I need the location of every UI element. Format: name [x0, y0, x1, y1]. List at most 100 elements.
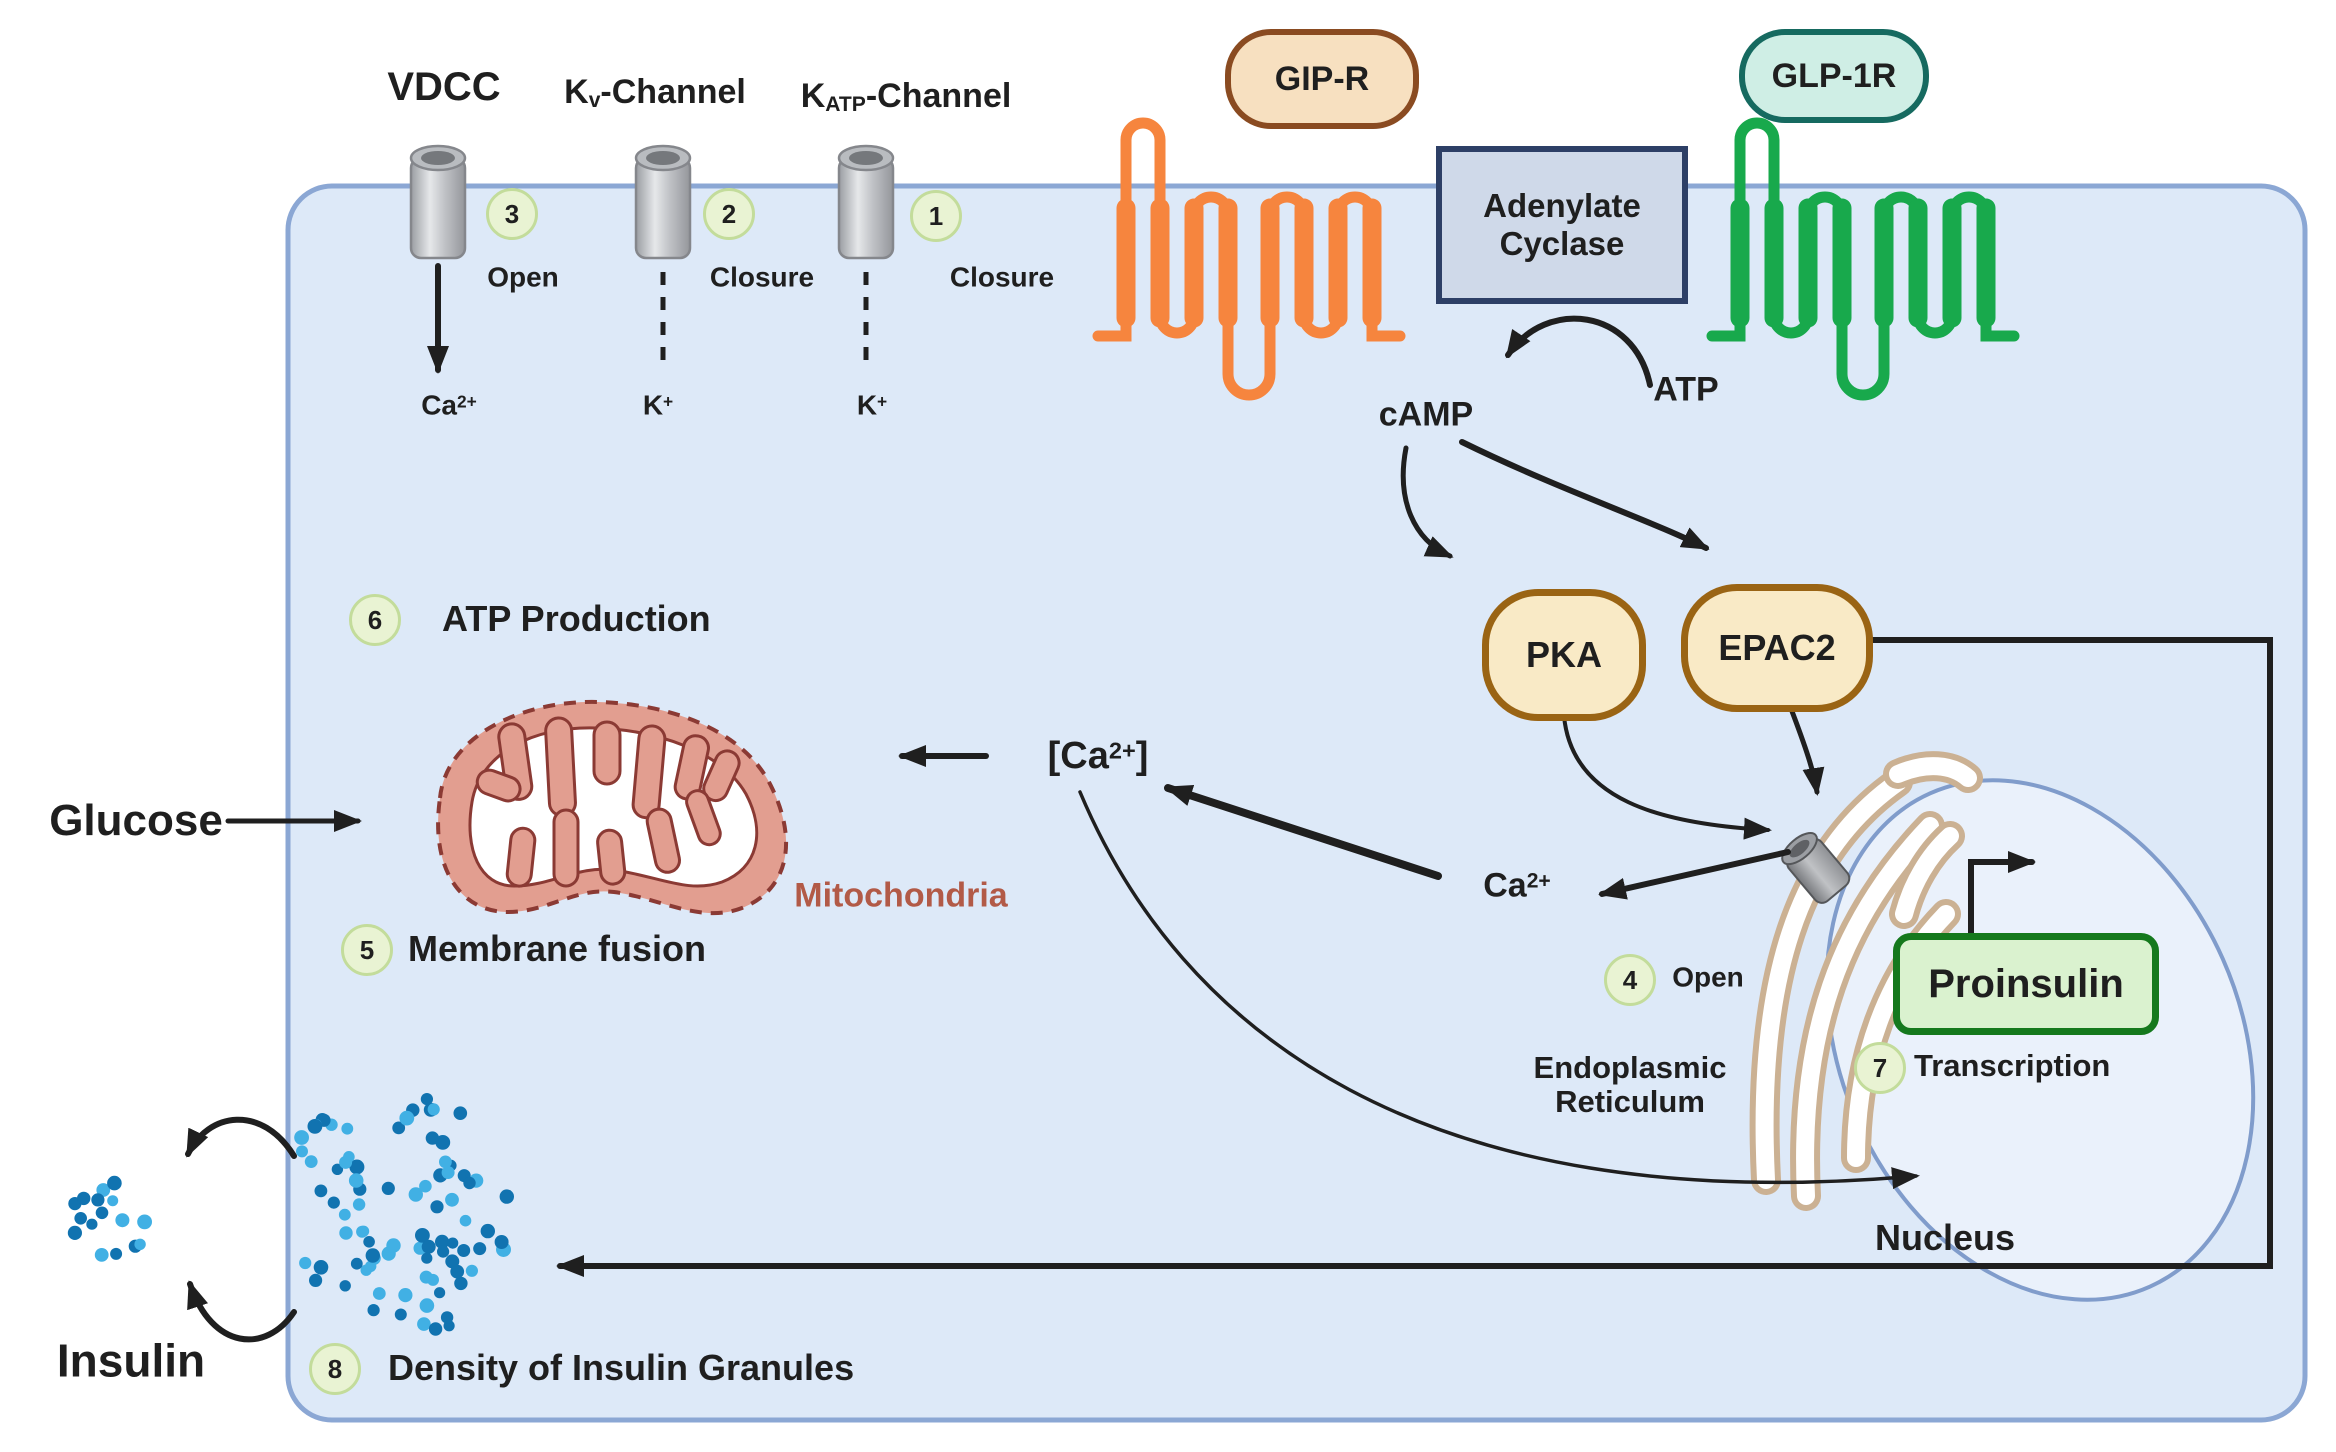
- insulin-granule-dot: [309, 1273, 323, 1287]
- insulin-granule-dot: [360, 1264, 372, 1276]
- camp-to-pka-arrow: [1400, 445, 1454, 559]
- epac2-to-er-channel-arrow: [1787, 703, 1825, 796]
- insulin-granule-dot: [77, 1191, 91, 1206]
- insulin-granule-dot: [339, 1155, 353, 1169]
- nucleus-label: Nucleus: [1874, 1217, 2016, 1259]
- insulin-granule-dot: [454, 1276, 468, 1291]
- pka-node: PKA: [1482, 589, 1646, 721]
- calcium-ion-label: Ca2+: [421, 389, 477, 421]
- insulin-label: Insulin: [56, 1334, 206, 1387]
- insulin-granule-dot: [367, 1304, 380, 1317]
- insulin-granule-dot: [327, 1196, 340, 1209]
- er-open-label: Open: [1672, 961, 1744, 993]
- insulin-granule-dot: [463, 1176, 476, 1190]
- step-6-badge: 6: [349, 594, 401, 646]
- er-calcium-release-arrow: [1598, 849, 1791, 900]
- insulin-granule-dot: [339, 1226, 353, 1240]
- insulin-granule-dot: [453, 1106, 468, 1120]
- insulin-granule-dot: [420, 1093, 433, 1106]
- atp-label: ATP: [1653, 370, 1719, 409]
- insulin-granule-dot: [408, 1187, 423, 1202]
- insulin-granule-dot: [392, 1121, 406, 1135]
- transcription-start-arrow: [1968, 851, 2036, 941]
- membrane-fusion-label: Membrane fusion: [408, 928, 707, 969]
- insulin-granule-dot: [415, 1228, 430, 1243]
- insulin-granule-dot: [338, 1208, 351, 1221]
- insulin-granule-dot: [341, 1122, 354, 1135]
- granule-density-label: Density of Insulin Granules: [388, 1347, 855, 1388]
- insulin-granule-dot: [450, 1264, 465, 1279]
- insulin-granule-dot: [352, 1198, 366, 1211]
- kv-state-label: Closure: [709, 261, 815, 293]
- epac2-to-granules-feedback-arrow: [556, 637, 2273, 1277]
- insulin-granule-dot: [427, 1103, 440, 1116]
- insulin-granule-dots: [67, 1093, 514, 1336]
- pathway-arrows: [185, 263, 2273, 1343]
- glp1-receptor-badge: GLP-1R: [1739, 29, 1929, 123]
- insulin-granule-dot: [494, 1235, 509, 1249]
- insulin-granule-dot: [435, 1135, 451, 1150]
- insulin-granule-dot: [86, 1218, 98, 1230]
- calcium-to-cytosol-arrow: [1164, 784, 1442, 880]
- transcription-label: Transcription: [1914, 1048, 2111, 1083]
- exocytosis-arrow-lower: [187, 1280, 297, 1343]
- endoplasmic-reticulum-shape: [1749, 751, 1983, 1211]
- insulin-granule-dot: [480, 1223, 495, 1239]
- insulin-granule-dot: [421, 1239, 436, 1254]
- insulin-granule-dot: [363, 1236, 375, 1248]
- insulin-granule-dot: [137, 1214, 153, 1230]
- insulin-granule-dot: [447, 1237, 459, 1249]
- insulin-granule-dot: [421, 1252, 433, 1264]
- insulin-granule-dot: [386, 1238, 401, 1253]
- insulin-granule-dot: [437, 1245, 450, 1258]
- insulin-granule-dot: [445, 1192, 459, 1207]
- insulin-granule-dot: [91, 1193, 105, 1207]
- epac2-node: EPAC2: [1681, 584, 1873, 712]
- insulin-granule-dot: [134, 1238, 146, 1251]
- atp-production-label: ATP Production: [442, 598, 711, 639]
- insulin-granule-dot: [110, 1247, 123, 1260]
- katp-channel-label: KATP-Channel: [800, 76, 1012, 116]
- gip-receptor-badge: GIP-R: [1225, 29, 1419, 129]
- insulin-granule-dot: [459, 1214, 472, 1227]
- calcium-to-nucleus-arrow: [1078, 790, 1920, 1190]
- insulin-granule-dot: [307, 1119, 323, 1134]
- insulin-granule-dot: [294, 1130, 309, 1145]
- insulin-granule-dot: [419, 1298, 435, 1313]
- insulin-granule-dot: [425, 1131, 440, 1145]
- er-calcium-channel-icon: [1781, 832, 1851, 904]
- atp-to-camp-arrow: [1505, 315, 1653, 388]
- insulin-granule-dot: [96, 1183, 111, 1197]
- insulin-granule-dot: [365, 1248, 380, 1263]
- insulin-granule-dot: [115, 1213, 130, 1228]
- insulin-granule-dot: [441, 1166, 455, 1179]
- step-8-badge: 8: [309, 1343, 361, 1395]
- step-2-badge: 2: [703, 188, 755, 240]
- insulin-granule-dot: [356, 1225, 369, 1238]
- vdcc-channel-icon: [409, 144, 467, 260]
- insulin-granule-dot: [74, 1212, 87, 1225]
- insulin-granule-dot: [350, 1257, 363, 1270]
- insulin-granule-dot: [67, 1225, 82, 1240]
- insulin-granule-dot: [349, 1159, 365, 1175]
- potassium-ion-label-katp: K+: [856, 389, 888, 421]
- insulin-granule-dot: [457, 1244, 471, 1257]
- adenylate-cyclase-box: Adenylate Cyclase: [1483, 187, 1641, 262]
- insulin-granule-dot: [299, 1256, 312, 1270]
- glucose-label: Glucose: [49, 795, 223, 845]
- insulin-granule-dot: [427, 1273, 439, 1286]
- step-4-badge: 4: [1604, 954, 1656, 1006]
- insulin-granule-dot: [348, 1173, 364, 1188]
- insulin-granule-dot: [398, 1288, 413, 1303]
- insulin-granule-dot: [95, 1206, 109, 1220]
- insulin-granule-dot: [419, 1179, 432, 1193]
- kv-channel-icon: [634, 144, 692, 260]
- insulin-granule-dot: [304, 1155, 318, 1168]
- insulin-granule-dot: [107, 1195, 119, 1207]
- insulin-granule-dot: [440, 1311, 454, 1324]
- insulin-granule-dot: [394, 1308, 407, 1321]
- insulin-granule-dot: [499, 1189, 514, 1204]
- er-calcium-label: Ca2+: [1483, 866, 1551, 905]
